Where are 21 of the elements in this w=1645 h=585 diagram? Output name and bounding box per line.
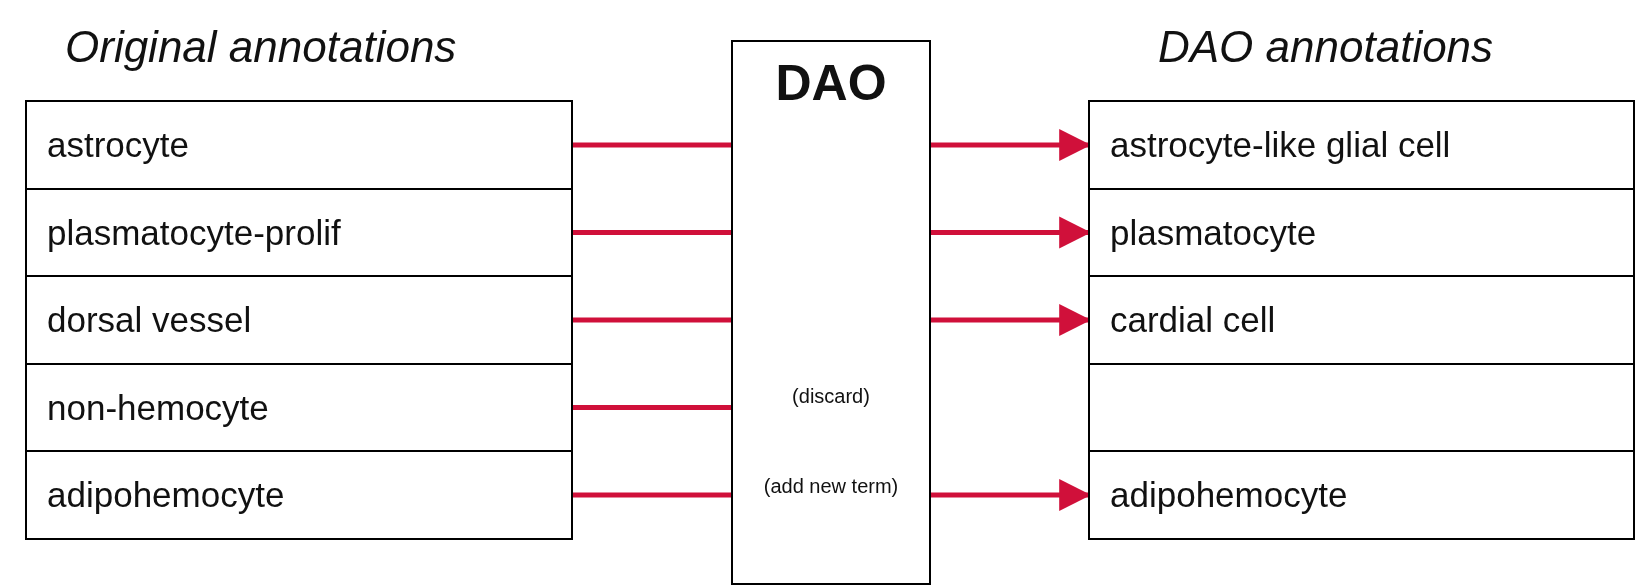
mapping-box xyxy=(731,40,931,585)
term-box: plasmatocyte xyxy=(1088,187,1635,278)
box-heading: DAO xyxy=(774,54,888,112)
empty-box xyxy=(1088,362,1635,453)
connector-line xyxy=(573,317,731,323)
connector-line xyxy=(573,492,731,498)
term-box: dorsal vessel xyxy=(25,275,573,365)
term-box: cardial cell xyxy=(1088,275,1635,365)
box-note: (discard) xyxy=(791,385,871,408)
column-heading: Original annotations xyxy=(65,22,457,72)
connector-line xyxy=(573,405,731,410)
term-box: astrocyte-like glial cell xyxy=(1088,100,1635,190)
term-box: non-hemocyte xyxy=(25,362,573,453)
term-box: adipohemocyte xyxy=(25,450,573,540)
column-heading: DAO annotations xyxy=(1158,22,1494,72)
term-box: plasmatocyte-prolif xyxy=(25,187,573,278)
box-note: (add new term) xyxy=(762,475,900,498)
term-box: adipohemocyte xyxy=(1088,450,1635,540)
connector-line xyxy=(573,230,731,235)
connector-line xyxy=(573,142,731,148)
term-box: astrocyte xyxy=(25,100,573,190)
